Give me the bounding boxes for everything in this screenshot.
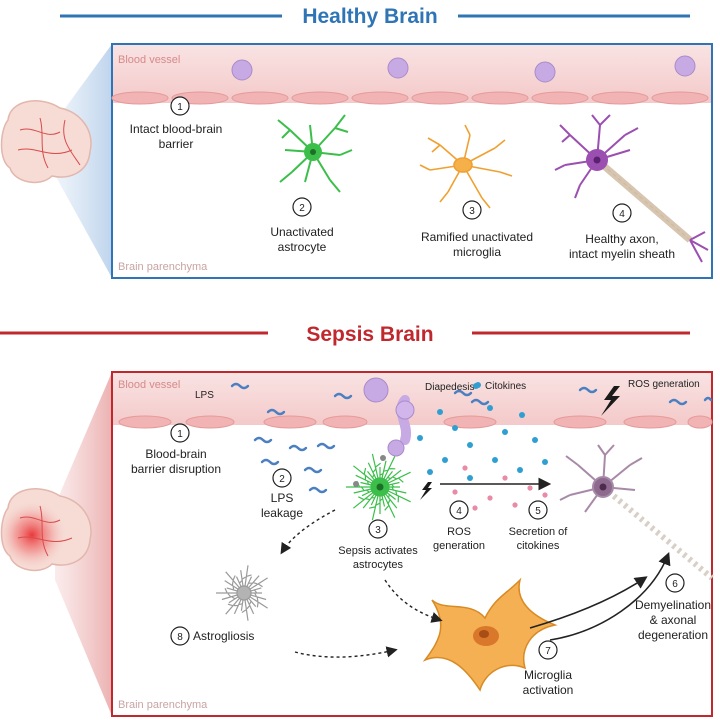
sepsis-step-7: 7 Microglia activation bbox=[523, 640, 574, 697]
step-number: 1 bbox=[177, 102, 183, 113]
step-label-line2: activation bbox=[523, 683, 574, 697]
sepsis-step-1: 1 Blood-brain barrier disruption bbox=[131, 423, 221, 476]
healthy-step-2: 2 Unactivated astrocyte bbox=[270, 197, 334, 254]
step-badge bbox=[292, 197, 312, 217]
cytokine-particles-pink bbox=[452, 465, 548, 511]
step-label-line3: degeneration bbox=[638, 628, 708, 642]
diapedesis-leukocyte bbox=[363, 377, 415, 457]
step-badge bbox=[170, 423, 190, 443]
step-badge bbox=[170, 96, 190, 116]
step-label-line1: Healthy axon, bbox=[585, 232, 658, 246]
step-label-line2: intact myelin sheath bbox=[569, 247, 675, 261]
step-number: 3 bbox=[469, 206, 475, 217]
ros-lightning-icon bbox=[601, 386, 620, 416]
step-label-line2: microglia bbox=[453, 245, 501, 259]
step-label-line2: astrocytes bbox=[353, 559, 404, 571]
healthy-step-3: 3 Ramified unactivated microglia bbox=[421, 200, 533, 259]
step-number: 5 bbox=[535, 506, 541, 517]
sepsis-title: Sepsis Brain bbox=[306, 323, 433, 346]
healthy-section: Healthy Brain Blood vessel bbox=[0, 5, 713, 279]
healthy-parenchyma-label: Brain parenchyma bbox=[118, 261, 208, 273]
step-badge bbox=[665, 573, 685, 593]
step-number: 6 bbox=[672, 579, 678, 590]
step-badge bbox=[612, 203, 632, 223]
arrow-astrogliosis-to-microglia bbox=[294, 646, 398, 658]
sepsis-step-6: 6 Demyelination & axonal degeneration bbox=[635, 573, 711, 642]
arrow-axon-to-microglia bbox=[549, 552, 671, 641]
sepsis-endothelial-cells bbox=[118, 415, 713, 429]
healthy-microglia bbox=[419, 124, 513, 209]
healthy-step-1: 1 Intact blood-brain barrier bbox=[130, 96, 223, 151]
arrow-astrocyte-to-astrogliosis bbox=[280, 509, 336, 555]
healthy-brain-icon bbox=[0, 100, 92, 184]
healthy-neuron bbox=[554, 114, 709, 263]
step-number: 3 bbox=[375, 525, 381, 536]
damaged-neuron bbox=[559, 444, 714, 581]
sepsis-step-4: 4 ROS generation bbox=[433, 500, 485, 552]
step-number: 7 bbox=[545, 646, 551, 657]
sepsis-step-3: 3 Sepsis activates astrocytes bbox=[338, 519, 418, 571]
sepsis-frame bbox=[111, 371, 713, 717]
healthy-title: Healthy Brain bbox=[302, 5, 437, 28]
cytokines-label: Citokines bbox=[485, 381, 526, 392]
lps-particles bbox=[230, 382, 713, 494]
sepsis-step-2: 2 LPS leakage bbox=[261, 468, 303, 520]
sepsis-vessel-label: Blood vessel bbox=[118, 379, 180, 391]
step-label-line2: citokines bbox=[517, 540, 560, 552]
step-number: 4 bbox=[456, 506, 462, 517]
step-label-line1: Intact blood-brain bbox=[130, 122, 223, 136]
healthy-vessel-label: Blood vessel bbox=[118, 54, 180, 66]
cytokine-particles bbox=[417, 383, 548, 481]
step-label-line2: barrier bbox=[159, 137, 194, 151]
sepsis-parenchyma-label: Brain parenchyma bbox=[118, 699, 208, 711]
sepsis-step-8: 8 Astrogliosis bbox=[170, 626, 254, 646]
ros-top-label: ROS generation bbox=[628, 379, 700, 390]
sepsis-step-5: 5 Secretion of citokines bbox=[509, 500, 569, 552]
sepsis-section: Sepsis Brain Blood vessel bbox=[0, 323, 714, 717]
cytokines-legend-dot bbox=[475, 382, 481, 388]
step-number: 8 bbox=[177, 632, 183, 643]
step-label-line2: barrier disruption bbox=[131, 462, 221, 476]
step-badge bbox=[449, 500, 469, 520]
healthy-leukocytes bbox=[231, 55, 696, 83]
ros-small-lightning-icon bbox=[420, 482, 432, 500]
healthy-step-4: 4 Healthy axon, intact myelin sheath bbox=[569, 203, 675, 261]
step-label-line1: Ramified unactivated bbox=[421, 230, 533, 244]
arrow-astrocyte-to-microglia bbox=[384, 579, 443, 623]
step-badge bbox=[170, 626, 190, 646]
step-label-line1: Microglia bbox=[524, 668, 572, 682]
step-badge bbox=[462, 200, 482, 220]
step-number: 2 bbox=[299, 203, 305, 214]
step-label-line2: leakage bbox=[261, 506, 303, 520]
step-label-line1: Unactivated bbox=[270, 225, 333, 239]
activated-microglia bbox=[422, 577, 558, 692]
step-label-line1: Secretion of bbox=[509, 526, 569, 538]
step-label-line1: ROS bbox=[447, 526, 471, 538]
activated-astrocyte bbox=[346, 453, 411, 521]
step-label-line1: Demyelination bbox=[635, 598, 711, 612]
arrow-microglia-to-axon bbox=[529, 576, 648, 629]
step-label-line1: Sepsis activates bbox=[338, 545, 418, 557]
step-badge bbox=[528, 500, 548, 520]
healthy-endothelial-cells bbox=[111, 91, 709, 105]
step-badge bbox=[272, 468, 292, 488]
step-number: 2 bbox=[279, 474, 285, 485]
step-label-line1: Blood-brain bbox=[145, 447, 206, 461]
step-label-line1: Astrogliosis bbox=[193, 629, 254, 643]
step-label-line2: & axonal bbox=[650, 613, 697, 627]
step-badge bbox=[368, 519, 388, 539]
step-number: 4 bbox=[619, 209, 625, 220]
diapedesis-label: Diapedesis bbox=[425, 382, 474, 393]
step-number: 1 bbox=[177, 429, 183, 440]
step-label-line2: generation bbox=[433, 540, 485, 552]
sepsis-brain-icon bbox=[0, 488, 92, 572]
astrogliosis-astrocyte bbox=[216, 565, 268, 621]
step-label-line1: LPS bbox=[271, 491, 294, 505]
step-badge bbox=[538, 640, 558, 660]
step-label-line2: astrocyte bbox=[278, 240, 327, 254]
healthy-astrocyte bbox=[277, 114, 353, 193]
lps-label: LPS bbox=[195, 390, 214, 401]
